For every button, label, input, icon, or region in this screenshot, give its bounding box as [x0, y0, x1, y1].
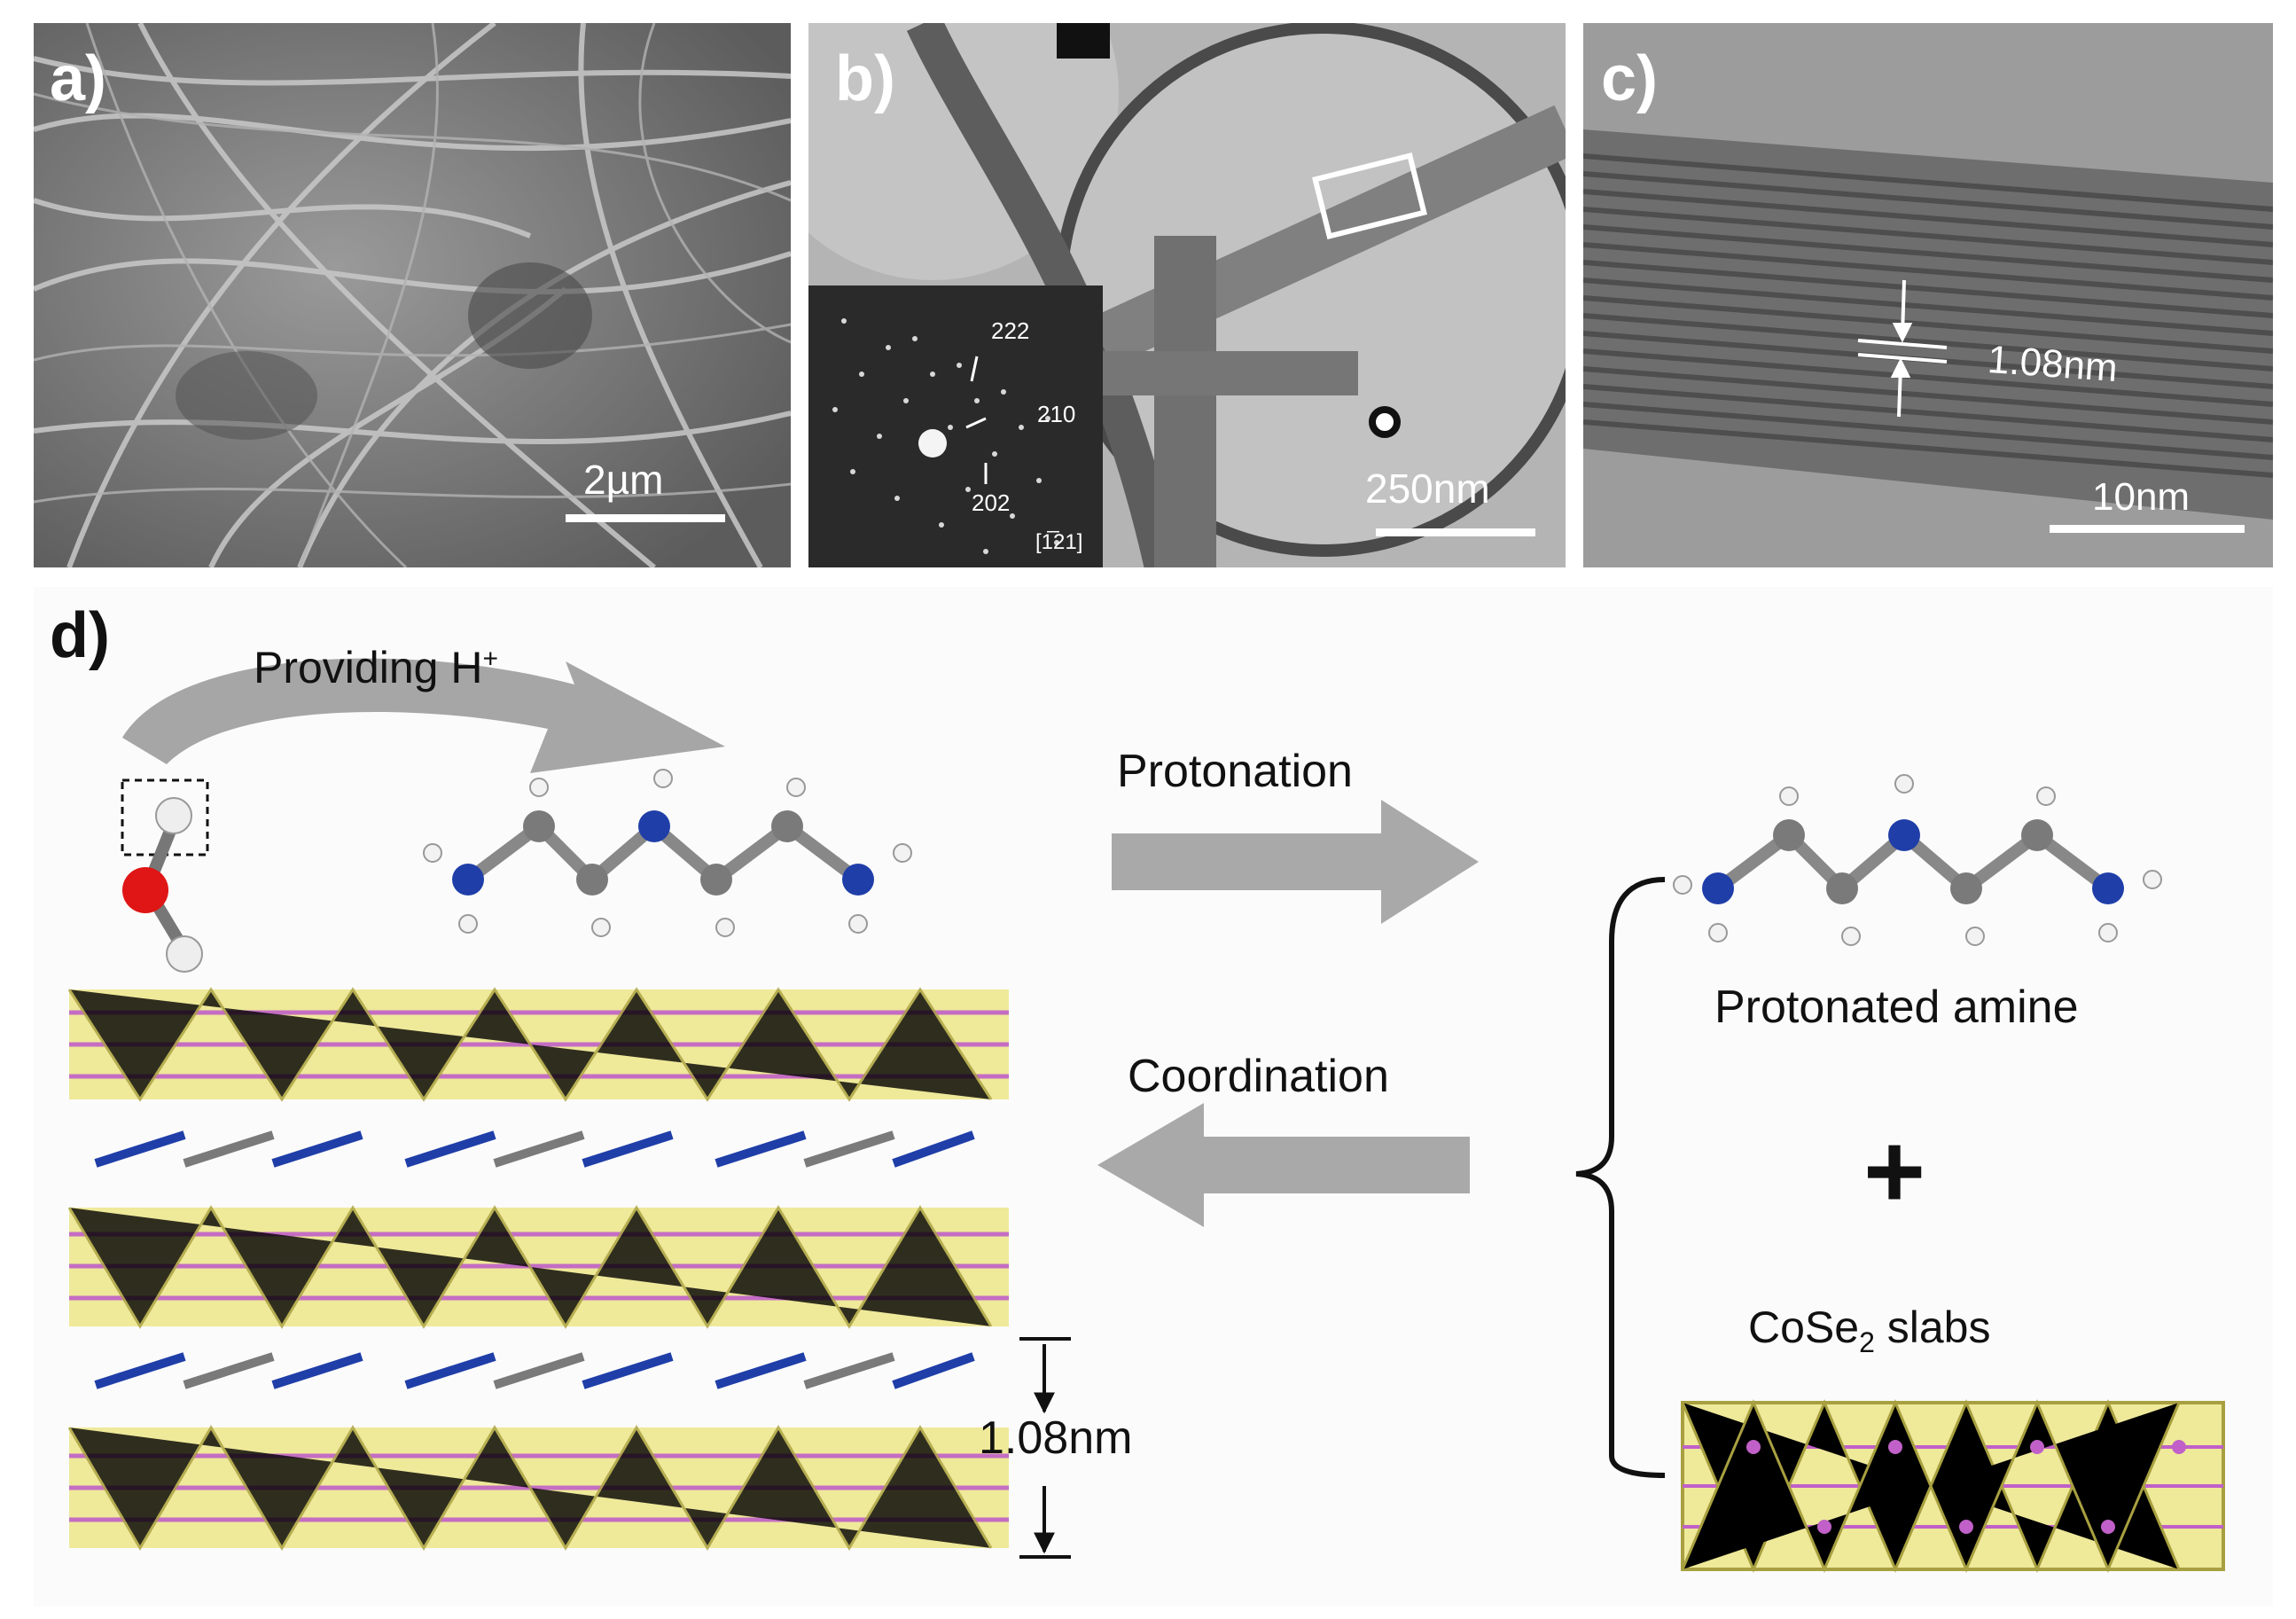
sem-fibers [34, 23, 791, 567]
layered-cose2-structure [67, 987, 1009, 1551]
interlayer-dimension [1019, 1337, 1071, 1559]
cose2-layer [67, 1205, 1009, 1329]
protonation-arrow [1112, 800, 1479, 924]
panel-c-scale-text: 10nm [2092, 475, 2191, 519]
cose2-layer [67, 987, 1009, 1102]
hydrogen-atom [155, 797, 192, 834]
hydrogen-atom [166, 935, 203, 973]
providing-h-label: Providing H+ [254, 642, 498, 693]
panel-c-scale-bar [2050, 525, 2245, 533]
brace [1575, 877, 1666, 1478]
lattice-fringes [1583, 23, 2273, 567]
coordination-arrow [1097, 1103, 1470, 1227]
panel-b-scale-text: 250nm [1365, 465, 1490, 512]
lattice-spacing-text: 1.08nm [1986, 337, 2120, 391]
proton-charge: + [482, 644, 498, 674]
intercalated-amine-row [94, 1352, 975, 1389]
cose2-slab [1681, 1399, 2225, 1573]
panel-c-hrtem-image: c) 1.08nm 10nm [1583, 23, 2273, 567]
saed-inset: 222 210 202 [1̅21] [808, 285, 1103, 567]
plus-sign: + [1863, 1112, 1926, 1231]
providing-arrow [122, 658, 725, 773]
spot-222: 222 [991, 317, 1030, 344]
spacing-marker [1857, 279, 1948, 418]
panel-a-scale-text: 2µm [583, 457, 664, 503]
protonated-amine-molecule [1673, 774, 2162, 946]
panel-b-tem-image: 222 210 202 [1̅21] b) 250nm [808, 23, 1566, 567]
cose2-subscript: 2 [1859, 1326, 1875, 1358]
intercalated-amine-row [94, 1130, 975, 1168]
cose2-layer [67, 1425, 1009, 1551]
panel-a-sem-image: a) 2µm [34, 23, 791, 567]
amine-molecule [423, 769, 912, 937]
panel-d-scheme: d) Providing H+ Protonation Coordination… [34, 587, 2273, 1607]
interlayer-distance-label: 1.08nm [979, 1412, 1133, 1464]
slabs-text: slabs [1874, 1302, 1991, 1352]
panel-a-label: a) [50, 43, 107, 114]
spot-210: 210 [1037, 401, 1076, 427]
scheme-graphics [67, 658, 2225, 1573]
spot-202: 202 [972, 489, 1011, 516]
cose2-text: CoSe [1748, 1302, 1860, 1352]
protonated-amine-label: Protonated amine [1714, 982, 2079, 1033]
protonation-label: Protonation [1117, 746, 1353, 797]
selected-area-box [1312, 153, 1427, 239]
panel-a-scale-bar [566, 514, 725, 522]
tem-nanobelts [808, 23, 1566, 567]
panel-c-label: c) [1601, 43, 1659, 114]
diffraction-pattern [832, 318, 1059, 554]
oxygen-atom [122, 867, 168, 913]
panel-b-label: b) [835, 43, 895, 114]
providing-h-text: Providing H [254, 643, 483, 692]
panel-d-label: d) [50, 600, 110, 671]
zone-axis: [1̅21] [1035, 530, 1083, 554]
panel-b-scale-bar [1376, 528, 1535, 536]
coordination-label: Coordination [1128, 1051, 1389, 1102]
cose2-slabs-label: CoSe2 slabs [1748, 1302, 1991, 1359]
